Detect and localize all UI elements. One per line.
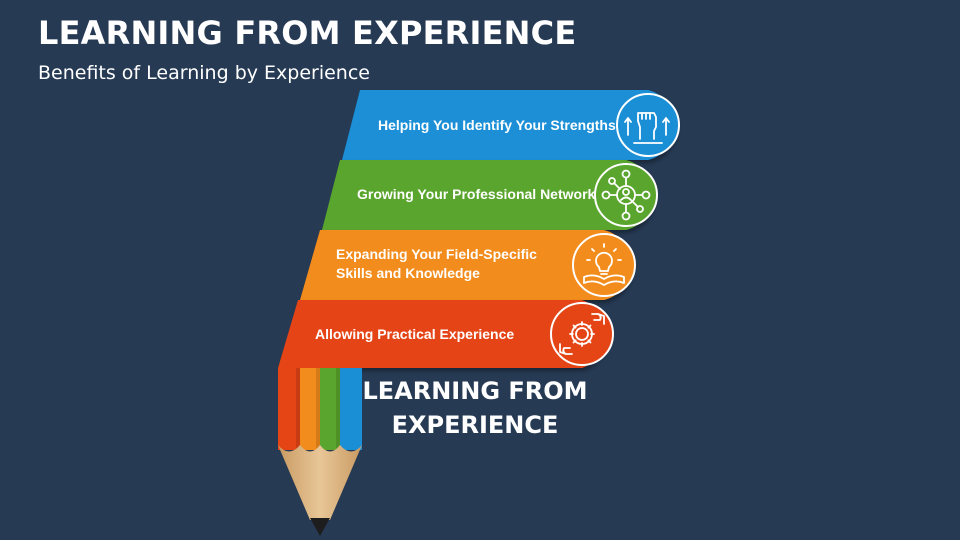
pencil-body xyxy=(278,368,362,450)
center-label: LEARNING FROM EXPERIENCE xyxy=(360,374,590,442)
page-title: LEARNING FROM EXPERIENCE xyxy=(38,14,577,52)
network-icon xyxy=(594,163,658,227)
raised-fist-icon xyxy=(616,93,680,157)
lightbulb-book-icon xyxy=(572,233,636,297)
item-strengths-label: Helping You Identify Your Strengths xyxy=(378,117,616,133)
page-subtitle: Benefits of Learning by Experience xyxy=(38,62,370,84)
item-practical-label: Allowing Practical Experience xyxy=(315,326,515,342)
band-network xyxy=(322,160,654,230)
item-skills-label-line2: Skills and Knowledge xyxy=(336,265,480,281)
item-skills-label-line1: Expanding Your Field-Specific xyxy=(336,246,537,262)
hand-gear-icon xyxy=(550,302,614,366)
center-label-line1: LEARNING FROM xyxy=(362,377,588,405)
band-practical xyxy=(278,300,607,368)
band-skills xyxy=(300,230,632,300)
center-label-line2: EXPERIENCE xyxy=(391,411,559,439)
band-strengths xyxy=(342,90,676,160)
pencil-tip xyxy=(278,445,362,536)
item-network-label: Growing Your Professional Network xyxy=(357,186,596,202)
